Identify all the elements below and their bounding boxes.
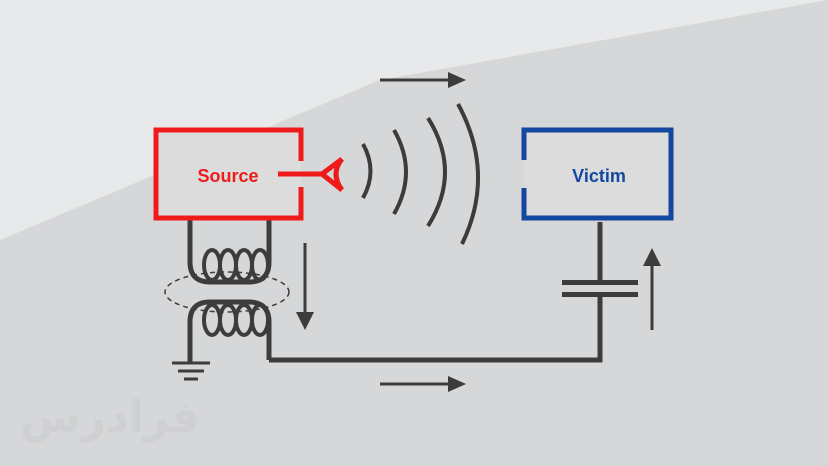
victim-box bbox=[521, 127, 674, 221]
source-label: Source bbox=[197, 166, 258, 186]
capacitor bbox=[562, 280, 638, 297]
watermark-logo: فرادرس bbox=[20, 392, 200, 443]
upper-coil-turns bbox=[202, 248, 270, 282]
source-box bbox=[153, 127, 304, 221]
arrow-icon bbox=[296, 72, 661, 392]
ground-icon bbox=[172, 361, 210, 381]
return-wire bbox=[269, 222, 603, 363]
antenna-icon bbox=[278, 157, 345, 192]
lower-coil-turns bbox=[202, 303, 270, 337]
radiated-field-waves bbox=[361, 103, 481, 245]
victim-label: Victim bbox=[572, 166, 626, 186]
magnetic-coupling-field bbox=[164, 271, 290, 313]
